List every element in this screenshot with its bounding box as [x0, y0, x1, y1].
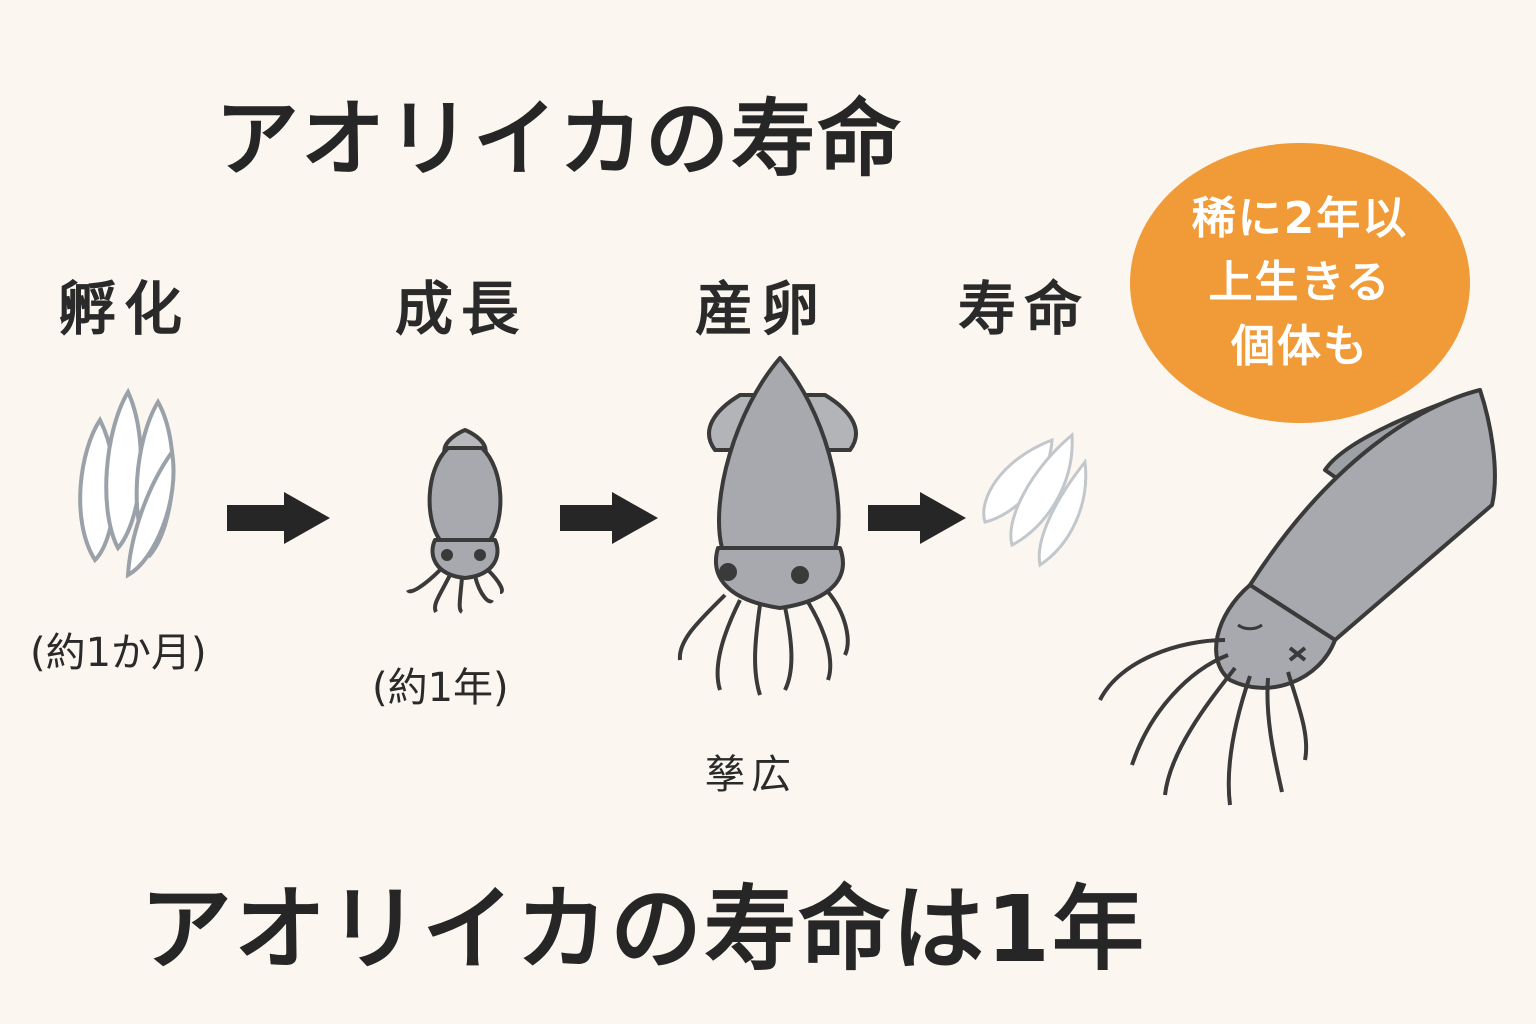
stage-label-growth: 成長 — [395, 275, 528, 343]
conclusion-text: アオリイカの寿命は1年 — [140, 876, 1147, 983]
arrow-right-icon — [227, 492, 330, 544]
arrow-right-icon — [868, 492, 966, 544]
stage-label-spawning: 産卵 — [695, 275, 828, 343]
arrow-right-icon — [560, 492, 658, 544]
stage-note-spawning: 孳広 — [705, 752, 797, 798]
badge-line-3: 個体も — [1231, 321, 1369, 372]
badge-line-2: 上生きる — [1208, 257, 1392, 308]
adult-squid-icon — [677, 356, 858, 696]
egg-cluster-icon — [78, 387, 176, 579]
juvenile-squid-icon — [406, 428, 504, 614]
stage-note-hatch: (約1か月) — [30, 630, 207, 676]
faded-egg-icon — [982, 431, 1088, 568]
rare-longevity-badge: 稀に2年以 上生きる 個体も — [1130, 143, 1470, 423]
dead-squid-icon — [1098, 388, 1497, 806]
badge-line-1: 稀に2年以 — [1191, 193, 1409, 244]
stage-note-growth: (約1年) — [372, 665, 509, 711]
stage-label-lifespan: 寿命 — [958, 275, 1091, 343]
stage-label-hatch: 孵化 — [58, 275, 191, 343]
page-title: アオリイカの寿命 — [215, 90, 904, 188]
